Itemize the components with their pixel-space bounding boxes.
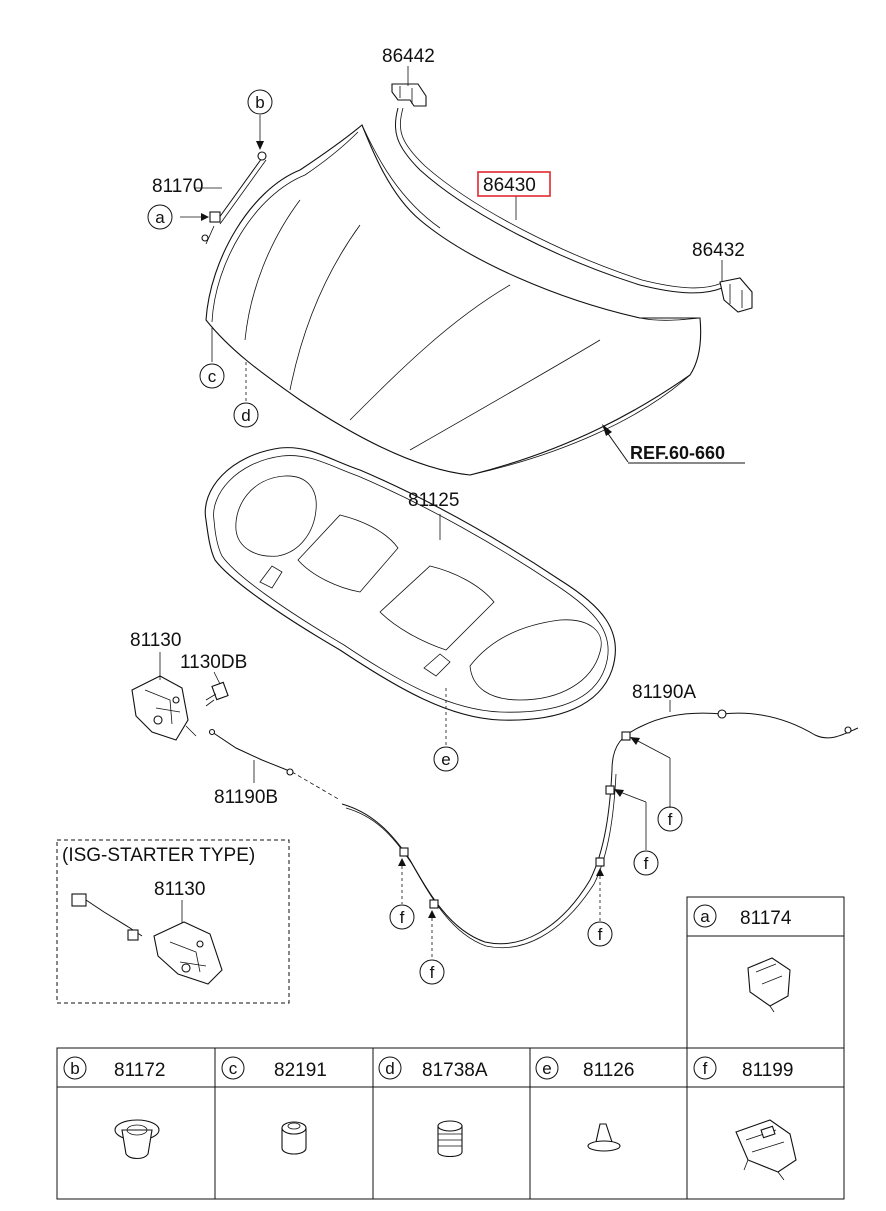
legend-cell-d: d 81738A	[378, 1056, 488, 1158]
svg-text:c: c	[208, 367, 217, 386]
callout-f-3: f	[389, 904, 415, 930]
svg-text:b: b	[255, 93, 264, 112]
callout-b: b	[247, 89, 273, 115]
svg-text:e: e	[441, 750, 450, 769]
isg-starter-inset: (ISG-STARTER TYPE) 81130	[56, 839, 290, 1004]
hood-stay-81170[interactable]	[201, 151, 267, 245]
callout-a: a	[147, 204, 173, 230]
release-cable-81190B[interactable]	[208, 728, 341, 801]
legend-cell-b: b 81172	[63, 1056, 165, 1160]
svg-text:c: c	[229, 1059, 238, 1078]
release-cable-81190A[interactable]	[341, 709, 859, 949]
label-81125: 81125	[408, 490, 459, 511]
legend-cell-e: e 81126	[535, 1056, 634, 1152]
svg-text:d: d	[385, 1059, 394, 1078]
svg-text:b: b	[70, 1059, 79, 1078]
hood-panel[interactable]	[205, 124, 702, 476]
label-81190A: 81190A	[632, 682, 696, 703]
svg-text:81172: 81172	[114, 1060, 165, 1081]
insulator-pad-81125[interactable]	[204, 447, 616, 721]
svg-text:f: f	[598, 925, 603, 944]
svg-text:f: f	[703, 1059, 708, 1078]
callout-d: d	[233, 402, 259, 428]
label-81170: 81170	[152, 176, 203, 197]
callout-f-5: f	[587, 921, 613, 947]
svg-text:82191: 82191	[274, 1060, 327, 1081]
svg-text:81199: 81199	[742, 1060, 793, 1081]
pin-81126-icon	[587, 1123, 621, 1152]
label-86432: 86432	[692, 240, 745, 261]
svg-text:f: f	[430, 963, 435, 982]
clip-86432[interactable]	[719, 277, 753, 313]
isg-latch-81130[interactable]	[71, 893, 223, 985]
bumper-82191-icon	[281, 1121, 307, 1155]
svg-text:a: a	[700, 907, 710, 926]
clip-81174-icon	[747, 957, 791, 1013]
grommet-81172-icon	[114, 1119, 160, 1160]
label-81130: 81130	[130, 630, 181, 651]
legend-table	[56, 896, 845, 1200]
legend-cell-a: a 81174	[693, 904, 792, 1013]
label-81130-isg: 81130	[154, 879, 205, 900]
legend-cell-f: f 81199	[693, 1056, 797, 1181]
ref-arrow	[602, 424, 745, 464]
svg-text:f: f	[400, 908, 405, 927]
svg-text:e: e	[542, 1059, 551, 1078]
clip-86442[interactable]	[391, 83, 427, 107]
callout-c: c	[199, 363, 225, 389]
callout-f-1: f	[657, 806, 683, 832]
label-86430: 86430	[483, 175, 536, 196]
legend-cell-c: c 82191	[221, 1056, 327, 1155]
svg-text:81738A: 81738A	[422, 1060, 488, 1081]
leader-lines	[159, 66, 723, 960]
bolt-1130DB[interactable]	[205, 681, 229, 707]
callout-f-4: f	[419, 959, 445, 985]
svg-text:81174: 81174	[740, 908, 792, 929]
hood-latch-81130[interactable]	[131, 675, 197, 741]
isg-title: (ISG-STARTER TYPE)	[62, 845, 255, 866]
label-ref: REF.60-660	[630, 443, 725, 463]
stopper-81738A-icon	[437, 1120, 463, 1158]
label-81190B: 81190B	[214, 787, 278, 808]
svg-text:81126: 81126	[583, 1060, 634, 1081]
svg-text:d: d	[241, 406, 250, 425]
callout-f-2: f	[633, 850, 659, 876]
label-86442: 86442	[382, 46, 435, 67]
label-1130DB: 1130DB	[180, 652, 247, 673]
svg-text:a: a	[155, 208, 165, 227]
clip-81199-icon	[735, 1119, 797, 1181]
svg-text:f: f	[644, 854, 649, 873]
svg-text:f: f	[668, 810, 673, 829]
highlight-box-86430	[477, 171, 551, 197]
callout-e: e	[433, 746, 459, 772]
weatherstrip-86430[interactable]	[394, 107, 723, 294]
